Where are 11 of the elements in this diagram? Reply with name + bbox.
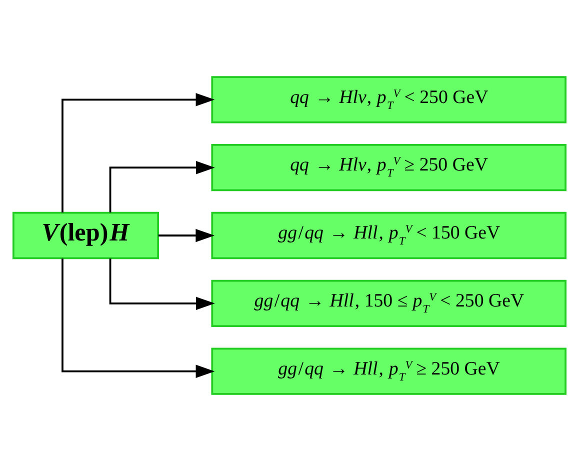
arrow xyxy=(62,93,215,212)
node-box: qq → Hlv, p$_{T}$$^{V}$ < 250 GeV xyxy=(211,76,566,124)
node-box: V(lep)H xyxy=(12,212,160,260)
arrow xyxy=(109,160,215,212)
node-box: gg/qq → Hll, p$_{T}$$^{V}$ < 150 GeV xyxy=(211,212,566,260)
arrow xyxy=(158,228,215,242)
node-box: gg/qq → Hll, p$_{T}$$^{V}$ ≥ 250 GeV xyxy=(211,348,566,395)
node-box: qq → Hlv, p$_{T}$$^{V}$ ≥ 250 GeV xyxy=(211,144,566,192)
arrow xyxy=(62,258,215,378)
arrow xyxy=(109,258,215,310)
node-box: gg/qq → Hll, 150 ≤ p$_{T}$$^{V}$ < 250 GeV xyxy=(211,280,566,327)
